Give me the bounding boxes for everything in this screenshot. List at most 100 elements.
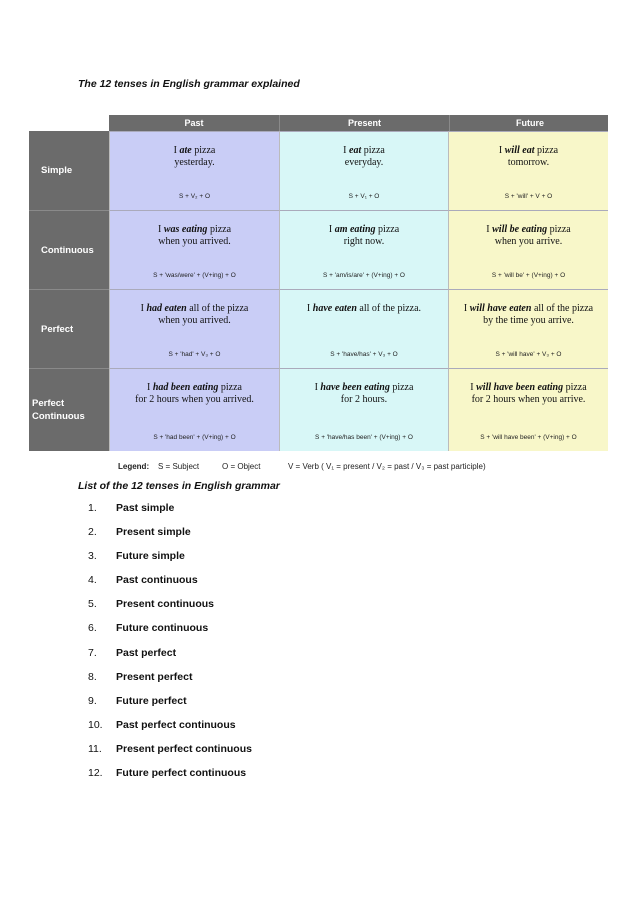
list-item: 4. Past continuous [88, 574, 252, 598]
list-number: 3. [88, 550, 97, 563]
tense-verb: eat [349, 145, 362, 156]
list-item-label: Past perfect [116, 646, 177, 659]
list-item-label: Past continuous [116, 574, 198, 587]
tense-formula: S + 'will be' + (V+ing) + O [491, 272, 566, 279]
tense-formula: S + 'was/were' + (V+ing) + O [153, 272, 236, 279]
legend: Legend: S = Subject O = Object V = Verb … [118, 462, 486, 471]
row-header-continuous: Continuous [29, 210, 109, 289]
list-item: 2. Present simple [88, 526, 252, 550]
list-item-label: Present perfect continuous [116, 742, 252, 755]
column-header-future: Future [449, 115, 610, 131]
list-number: 9. [88, 694, 97, 707]
list-item: 1. Past simple [88, 502, 252, 526]
tense-verb: have eaten [312, 303, 357, 314]
tense-formula: S + 'will' + V + O [504, 193, 553, 200]
document-title: The 12 tenses in English grammar explain… [78, 78, 300, 90]
list-item: 6. Future continuous [88, 622, 252, 646]
legend-object: O = Object [222, 462, 261, 471]
list-number: 1. [88, 502, 97, 514]
tense-formula: S + 'have/has been' + (V+ing) + O [315, 434, 413, 441]
list-item: 5. Present continuous [88, 598, 252, 622]
tense-formula: S + 'have/has' + V₃ + O [330, 351, 398, 358]
tense-verb: ate [179, 145, 192, 156]
list-number: 7. [88, 646, 97, 659]
row-header-simple: Simple [29, 131, 109, 210]
tense-verb: am eating [334, 224, 376, 235]
tense-verb: had eaten [146, 303, 187, 314]
list-item: 11. Present perfect continuous [88, 743, 252, 767]
list-item-label: Past perfect continuous [116, 718, 236, 731]
list-number: 5. [88, 598, 97, 611]
list-item: 3. Future simple [88, 550, 252, 574]
tense-verb: will have been eating [476, 382, 564, 393]
tense-formula: S + 'had been' + (V+ing) + O [153, 434, 236, 441]
list-number: 8. [88, 670, 97, 683]
tense-verb: was eating [163, 224, 208, 235]
list-item-label: Past simple [116, 502, 175, 514]
tense-cell: I have eaten all of the pizza. S + 'have/… [279, 289, 448, 368]
list-number: 6. [88, 622, 97, 635]
column-header-past: Past [184, 118, 204, 128]
legend-label: Legend: [118, 462, 150, 471]
list-item-label: Future simple [116, 550, 185, 563]
list-item-label: Future continuous [116, 622, 209, 635]
tense-formula: S + 'had' + V₃ + O [168, 351, 221, 358]
list-number: 11. [88, 742, 102, 755]
tense-verb: will have eaten [469, 303, 532, 314]
tense-verb: will eat [504, 145, 535, 156]
example-sentence: I have eaten all of the pizza. [306, 303, 422, 314]
column-header-present: Present [279, 115, 449, 131]
list-item-label: Present simple [116, 526, 191, 539]
tense-formula: S + 'will have been' + (V+ing) + O [480, 434, 577, 441]
tense-formula: S + 'will have' + V₃ + O [495, 351, 562, 358]
tense-verb: have been eating [320, 382, 390, 393]
list-item-label: Future perfect continuous [116, 767, 247, 780]
tense-verb: had been eating [152, 382, 219, 393]
tense-formula: S + V₂ + O [178, 193, 211, 200]
list-item-label: Present perfect [116, 670, 193, 683]
list-number: 2. [88, 526, 97, 539]
tense-formula: S + 'am/is/are' + (V+ing) + O [323, 272, 405, 279]
list-item: 12. Future perfect continuous [88, 767, 252, 791]
tense-list: 1. Past simple 2. Present simple 3. Future si… [88, 502, 252, 791]
list-item-label: Future perfect [116, 694, 187, 707]
legend-verb: V = Verb ( V₁ = present / V₂ = past / V₃… [288, 462, 486, 471]
tense-formula: S + V₁ + O [348, 193, 380, 200]
list-item: 8. Present perfect [88, 671, 252, 695]
list-item: 10. Past perfect continuous [88, 719, 252, 743]
list-item: 7. Past perfect [88, 647, 252, 671]
list-heading: List of the 12 tenses in English grammar [78, 480, 280, 492]
list-item-label: Present continuous [116, 598, 215, 611]
tense-verb: will be eating [492, 224, 548, 235]
list-item: 9. Future perfect [88, 695, 252, 719]
row-header-perfect: Perfect [29, 289, 109, 368]
list-number: 10. [88, 718, 103, 731]
legend-subject: S = Subject [158, 462, 200, 471]
list-number: 12. [88, 767, 103, 780]
list-number: 4. [88, 574, 97, 587]
